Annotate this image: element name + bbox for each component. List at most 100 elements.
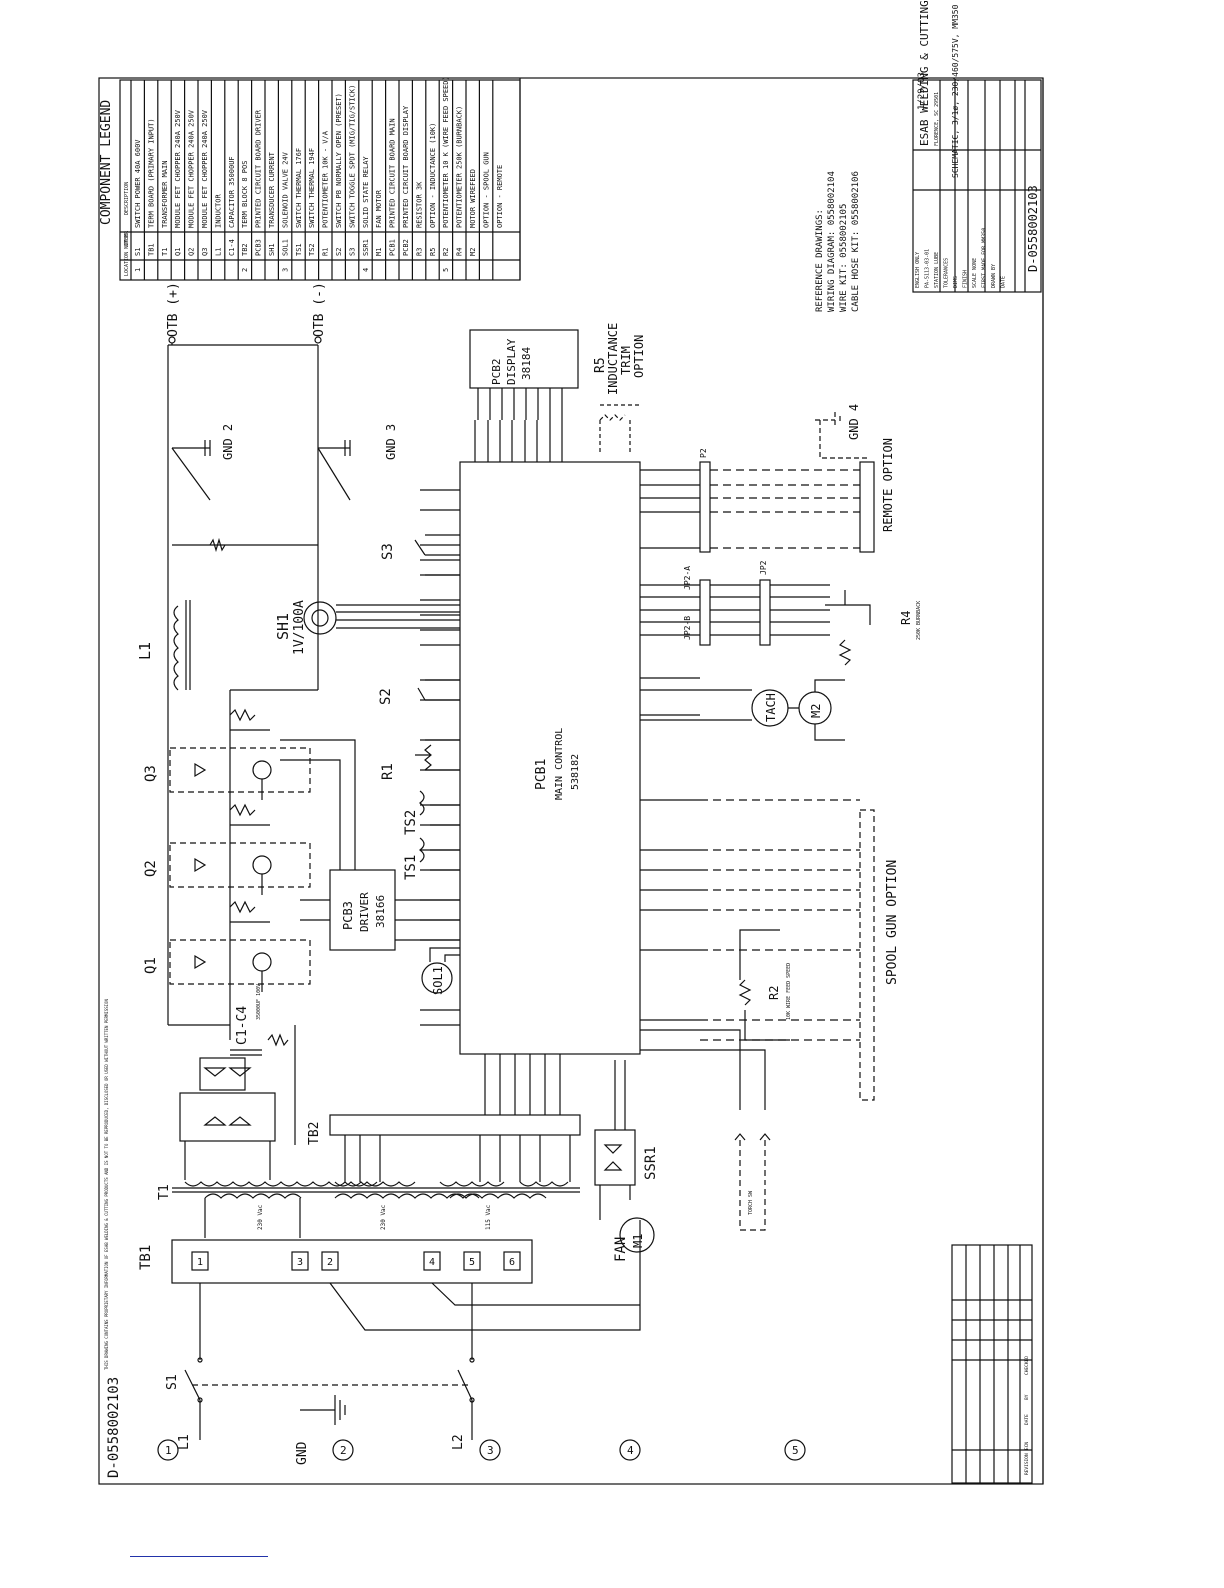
- title-block-field: ENGLISH ONLY: [915, 252, 921, 288]
- pcb3-driver[interactable]: PCB3 DRIVER 38166: [280, 739, 460, 951]
- r4-label: R4: [899, 611, 913, 625]
- fet-diode: [194, 857, 207, 873]
- legend-description: PRINTED CIRCUIT BOARD MAIN: [389, 118, 397, 228]
- l1-label: L1: [136, 642, 154, 660]
- legend-description: PRINTED CIRCUIT BOARD DRIVER: [255, 109, 263, 228]
- zone-circle: [619, 1439, 641, 1461]
- legend-col-desc: DESCRIPTION: [124, 182, 130, 215]
- tb1-terminal: [503, 1251, 521, 1271]
- tb1-terminal: [191, 1251, 209, 1271]
- legend-description: FAN MOTOR: [375, 189, 383, 228]
- gnd3-label: GND 3: [384, 424, 398, 460]
- ts1-label: TS1: [403, 855, 419, 880]
- reference-line-1: WIRING DIAGRAM: 0558002104: [827, 171, 837, 312]
- legend-item: R3: [415, 248, 423, 256]
- legend-item: M2: [469, 248, 477, 256]
- legend-col-location: LOCATION NUMBER: [124, 230, 130, 276]
- revision-column: DATE: [1024, 1414, 1030, 1425]
- legend-description: SOLID STATE RELAY: [362, 156, 370, 228]
- dc-bus: C1-C4 35000UF 100V: [167, 344, 319, 1145]
- pcb3-subtitle: DRIVER: [358, 892, 371, 932]
- legend-description: OPTION - INDUCTANCE (10K): [429, 123, 437, 228]
- legend-description: CAPACITOR 35000UF: [228, 156, 236, 228]
- label-l1: L1: [177, 1434, 192, 1450]
- legend-description: SWITCH POWER 40A 600V: [134, 139, 142, 228]
- fet-snubber: [229, 708, 270, 800]
- label-l2: L2: [451, 1434, 466, 1450]
- fet-diode: [194, 954, 207, 970]
- legend-description: RESISTOR 3K: [415, 181, 423, 228]
- r2-label: R2: [767, 986, 781, 1000]
- remote-option: P2 REMOTE OPTION: [699, 438, 895, 553]
- spool-gun-label: SPOOL GUN OPTION: [885, 860, 900, 985]
- legend-description: SWITCH PB NORMALLY OPEN (PRESET): [335, 93, 343, 228]
- legend-description: MOTOR WIREFEED: [469, 169, 477, 228]
- revision-column: ECN: [1024, 1442, 1030, 1450]
- legend-description: OPTION - REMOTE: [496, 165, 504, 228]
- gnd4: GND 4: [815, 404, 870, 459]
- tb1-terminal-number: 2: [327, 1257, 333, 1268]
- zone-number: 2: [340, 1444, 347, 1457]
- legend-item: TB2: [241, 243, 249, 256]
- zone-circle: [332, 1439, 354, 1461]
- ssr1-label: SSR1: [643, 1146, 659, 1180]
- t1-rating-3: 115 Vac: [485, 1204, 492, 1230]
- jp2a-label: JP2-A: [683, 566, 692, 590]
- tb1-terminal: [321, 1251, 339, 1271]
- r5-line3: OPTION: [632, 335, 646, 378]
- legend-item: SSR1: [362, 239, 370, 256]
- zone-number: 1: [165, 1444, 172, 1457]
- legend-item: R4: [456, 248, 464, 256]
- legend-description: TRANSDUCER CURRENT: [268, 151, 276, 228]
- fet-module-outline: [169, 842, 311, 888]
- legend-description: SWITCH THERMAL 176F: [295, 148, 303, 228]
- r5-line2: TRIM: [619, 346, 633, 375]
- r5-label: R5: [593, 357, 608, 373]
- tb1-terminal-number: 6: [509, 1257, 515, 1268]
- tb1-terminal: [423, 1251, 441, 1271]
- pcb1-main-control[interactable]: PCB1 MAIN CONTROL 538182: [420, 420, 700, 1115]
- legend-item: L1: [214, 248, 222, 256]
- legend-description: MODULE FET CHOPPER 240A 250V: [188, 109, 196, 228]
- pcb3-label: PCB3: [341, 901, 355, 930]
- legend-item: R2: [442, 248, 450, 256]
- fet-module-outline: [169, 747, 311, 793]
- component-legend: COMPONENT LEGEND LOCATION NUMBER ITEM DE…: [99, 76, 521, 281]
- legend-item: S2: [335, 248, 343, 256]
- otb-positive: OTB (+): [166, 282, 181, 337]
- legend-description: TERM BLOCK 8 POS: [241, 161, 249, 228]
- legend-description: TRANSFORMER MAIN: [161, 161, 169, 228]
- control-components: SOL1 TS1 TS2 R1 S2 S3: [378, 534, 460, 995]
- title-block-field: PA-5113-03-01: [925, 249, 931, 288]
- fet-diode: [194, 762, 207, 778]
- title-block-field: FINISH: [963, 270, 969, 288]
- legend-item: Q3: [201, 248, 209, 256]
- label-gnd: GND: [295, 1441, 310, 1465]
- legend-location: 4: [362, 268, 370, 272]
- reference-drawings: REFERENCE DRAWINGS: WIRING DIAGRAM: 0558…: [815, 171, 861, 312]
- t1-label: T1: [157, 1184, 172, 1200]
- q3-label: Q3: [143, 765, 159, 782]
- legend-description: SWITCH THERMAL 194F: [308, 148, 316, 228]
- pcb2-display[interactable]: PCB2 DISPLAY 38184: [469, 329, 579, 420]
- otb-negative: OTB (-): [312, 282, 327, 337]
- input-section: L1 S1 GND L2: [165, 1283, 475, 1465]
- title-block: ESAB WELDING & CUTTING PRODUCTS FLORENCE…: [912, 0, 1042, 293]
- ssr1-relay: SSR1: [594, 1060, 659, 1220]
- legend-item: R1: [322, 248, 330, 256]
- legend-item: PCB3: [255, 239, 263, 256]
- zone-circle: [157, 1439, 179, 1461]
- proprietary-note: THIS DRAWING CONTAINS PROPRIETARY INFORM…: [104, 999, 109, 1370]
- title-block-company: ESAB WELDING & CUTTING PRODUCTS: [918, 0, 931, 146]
- tb2-label: TB2: [307, 1122, 322, 1145]
- jp2-block: JP2-A JP2 JP2-B R4 250K BURNBACK: [683, 560, 922, 666]
- legend-item: TS1: [295, 243, 303, 256]
- wire-tb1-4: [431, 1282, 640, 1306]
- legend-item: S1: [134, 248, 142, 256]
- legend-item: SOL1: [281, 239, 289, 256]
- fan-label: FAN: [613, 1237, 629, 1262]
- r1-label: R1: [380, 763, 396, 780]
- pcb2-label: PCB2: [490, 359, 503, 386]
